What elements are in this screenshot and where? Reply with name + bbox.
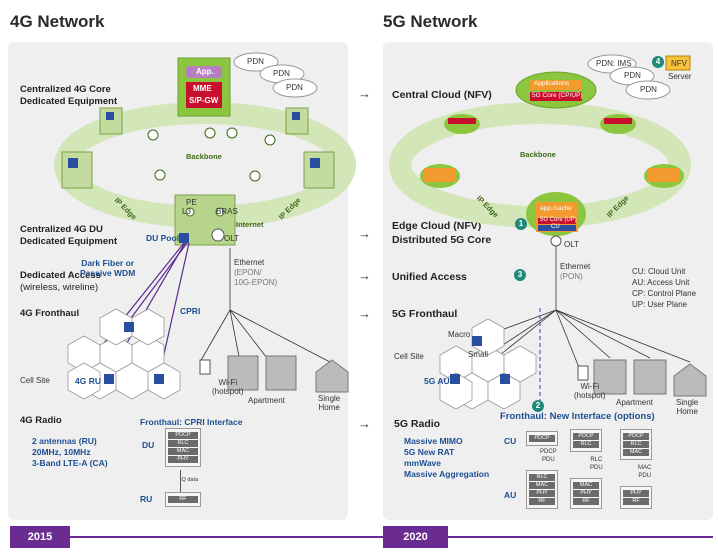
ru-stack-label: RU (140, 494, 153, 504)
macro-label: Macro (448, 330, 471, 339)
applications-label: Applications (534, 80, 570, 87)
right-diagram (389, 54, 707, 410)
badge-1: 1 (515, 218, 527, 230)
cpri-label: CPRI (180, 306, 201, 316)
year-2020: 2020 (383, 526, 448, 548)
row-unified: Unified Access (392, 271, 467, 283)
left-title: 4G Network (10, 12, 105, 31)
backbone-label: Backbone (186, 152, 222, 161)
wifi-ap (199, 359, 211, 375)
arrow-core: → (358, 86, 371, 101)
year-2015: 2015 (10, 526, 70, 548)
pdn-3: PDN (286, 83, 303, 92)
row-cellsite: Cell Site (20, 376, 50, 385)
iq-label: IQ data (180, 477, 199, 483)
edge-app-cache: app./cache (540, 205, 572, 212)
badge-4: 4 (652, 56, 664, 68)
wifi-label: Wi-Fi(hotspot) (212, 378, 244, 396)
row-access: Dedicated Access(wireless, wireline) (20, 270, 101, 293)
iq-line (180, 470, 181, 492)
edge-core-up: 5G Core (UP) (540, 217, 577, 223)
row-central: Central Cloud (NFV) (392, 89, 492, 101)
server-label: Server (668, 72, 692, 81)
radio-spec-1: 2 antennas (RU) (32, 436, 97, 446)
core-mme-label: MME (193, 84, 212, 93)
pe-label: PE (186, 198, 197, 207)
core-cpup-label: 5G Core (CP/UP) (532, 92, 583, 99)
badge-3: 3 (514, 269, 526, 281)
right-title: 5G Network (383, 12, 478, 31)
5g-au-label: 5G AU (424, 376, 450, 386)
5g-wifi-label: Wi-Fi(hotspot) (574, 382, 606, 400)
au-stack-label: AU (504, 490, 517, 500)
arrow-radio: → (358, 416, 371, 431)
timeline-line-right (448, 536, 713, 538)
timeline-line-left (70, 536, 383, 538)
pdn-1: PDN (247, 57, 264, 66)
cu-stack-label: CU (504, 436, 517, 446)
5g-spec-4: Massive Aggregation (404, 469, 490, 479)
left-diagram (54, 52, 356, 400)
small-label: Small (468, 350, 489, 359)
5g-fronthaul-iface: Fronthaul: New Interface (options) (500, 411, 655, 422)
radio-spec-3: 3-Band LTE-A (CA) (32, 458, 108, 468)
5g-spec-2: 5G New RAT (404, 447, 455, 457)
du-stack-label: DU (142, 440, 155, 450)
row-edge: Edge Cloud (NFV)Distributed 5G Core (392, 220, 492, 246)
core-app-label: App. (196, 67, 214, 76)
5g-apartment-label: Apartment (616, 398, 653, 407)
olt-label: OLT (224, 234, 239, 243)
5g-spec-1: Massive MIMO (404, 436, 463, 446)
5g-spec-3: mmWave (404, 458, 442, 468)
row-radio: 4G Radio (20, 415, 62, 426)
nfv-label: NFV (671, 59, 687, 68)
pdn-2: PDN (273, 69, 290, 78)
edge-cu: CU (551, 224, 560, 230)
ethernet-label: Ethernet(EPON/10G-EPON) (234, 258, 278, 287)
cu-option-1: PDCP (526, 431, 558, 446)
row-5g-cellsite: Cell Site (394, 352, 424, 361)
ru-label: 4G RU (75, 376, 101, 386)
single-home (315, 359, 349, 393)
row-5g-radio: 5G Radio (394, 418, 441, 430)
badge-2: 2 (532, 400, 544, 412)
apartment-1 (227, 355, 259, 391)
5g-ethernet-label: Ethernet(PON) (560, 262, 591, 281)
row-5g-fronthaul: 5G Fronthaul (392, 308, 458, 320)
row-fronthaul: 4G Fronthaul (20, 308, 80, 319)
arrow-du: → (358, 226, 371, 241)
5g-backbone-label: Backbone (520, 150, 556, 159)
internet-label: Internet (236, 220, 264, 229)
5g-pdn-2: PDN (624, 71, 641, 80)
arrow-fronthaul: → (358, 306, 371, 321)
l3-label: L3 (182, 207, 191, 216)
fronthaul-cpri: Fronthaul: CPRI Interface (140, 417, 243, 427)
apartment-2 (265, 355, 297, 391)
apartment-label: Apartment (248, 396, 285, 405)
bras-label: BRAS (216, 207, 238, 216)
du-pool-label: DU Pool (146, 233, 180, 243)
radio-spec-2: 20MHz, 10MHz (32, 447, 91, 457)
5g-olt-label: OLT (564, 240, 579, 249)
core-spgw-label: S/P-GW (189, 96, 219, 105)
arrow-access: → (358, 268, 371, 283)
5g-pdn-ims: PDN: IMS (596, 59, 632, 68)
ru-stack: RF (165, 492, 201, 507)
5g-pdn-3: PDN (640, 85, 657, 94)
